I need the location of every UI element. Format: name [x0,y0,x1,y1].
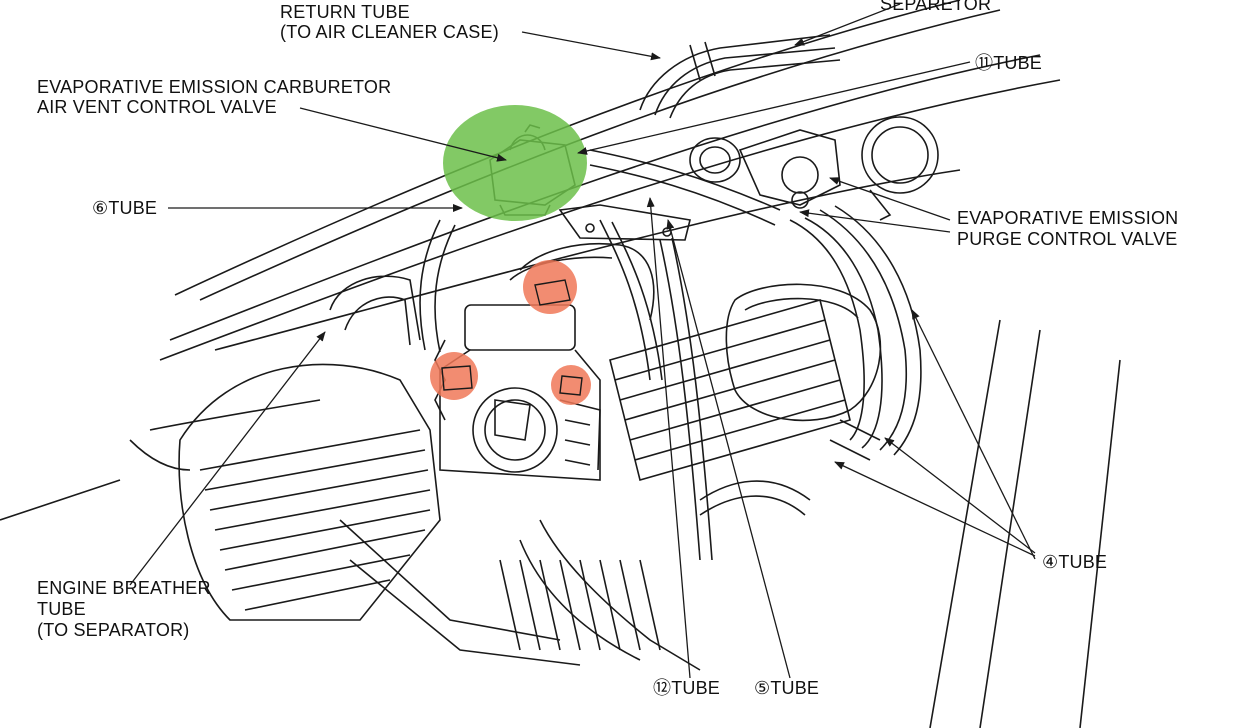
tubes [329,149,922,561]
tube5-label: ⑤TUBE [754,678,820,698]
purge-valve-label-line1: EVAPORATIVE EMISSION [957,208,1179,228]
upper-tubes [639,34,841,119]
tube10-label: ⑪TUBE [975,53,1043,73]
separator-label: SEPARETOR [880,0,992,14]
air-vent-valve-highlight [443,105,587,221]
leader-lines [129,3,1036,679]
crankcase-cover [725,283,882,422]
cylinder-right [499,299,851,671]
tube6-label: ⑥TUBE [92,198,158,218]
tube4-label: ④TUBE [1042,552,1108,572]
breather-tube-label-line2: TUBE [37,599,86,619]
cylinder-head-left [178,363,581,666]
air-vent-valve-label-line2: AIR VENT CONTROL VALVE [37,97,277,117]
tube11-label: ⑫TUBE [653,678,721,698]
connection-highlight-right [551,365,591,405]
breather-tube-label-line1: ENGINE BREATHER [37,578,211,598]
return-tube-label-line1: RETURN TUBE [280,2,410,22]
return-tube-label-line2: (TO AIR CLEANER CASE) [280,22,499,42]
purge-valve-assembly [558,116,939,241]
connection-highlight-top [523,260,577,314]
air-vent-valve-label-line1: EVAPORATIVE EMISSION CARBURETOR [37,77,392,97]
hose-clamps [441,279,583,396]
purge-valve-label-line2: PURGE CONTROL VALVE [957,229,1178,249]
breather-tube-label-line3: (TO SEPARATOR) [37,620,190,640]
